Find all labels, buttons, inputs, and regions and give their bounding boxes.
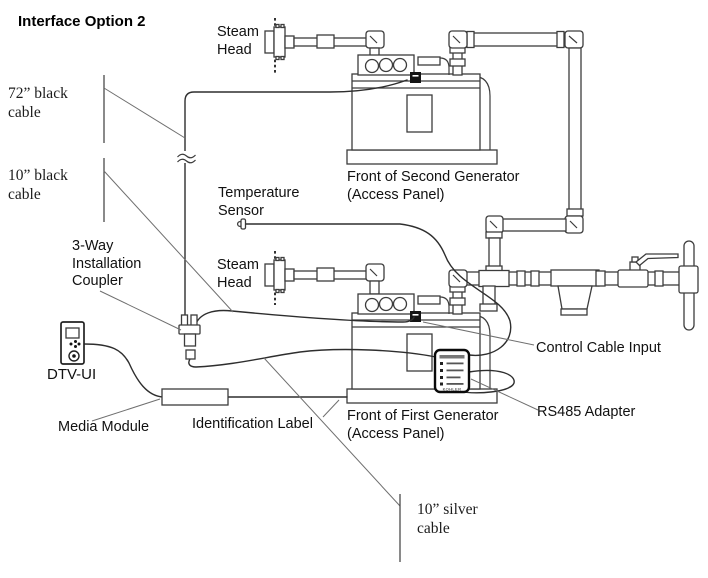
steam-head-lower bbox=[264, 251, 385, 305]
label-first-generator: Front of First Generator (Access Panel) bbox=[347, 408, 499, 442]
label-10-silver-cable: 10” silver cable bbox=[417, 501, 478, 538]
label-second-generator: Front of Second Generator (Access Panel) bbox=[347, 169, 520, 203]
rs485-loop-cable bbox=[456, 369, 515, 394]
dtv-cable bbox=[83, 343, 164, 398]
cable-72-black bbox=[184, 79, 408, 317]
label-rs485-adapter: RS485 Adapter bbox=[537, 404, 636, 420]
second-generator bbox=[346, 30, 498, 165]
label-steam-head-bottom: Steam Head bbox=[217, 257, 259, 291]
temperature-sensor-probe bbox=[236, 218, 247, 230]
media-module-box bbox=[161, 388, 229, 406]
label-coupler: 3-Way Installation Coupler bbox=[72, 238, 142, 290]
control-cable-connector bbox=[410, 72, 421, 83]
label-steam-head-top: Steam Head bbox=[217, 24, 259, 58]
control-cable-connector bbox=[410, 311, 421, 322]
ball-valve bbox=[617, 253, 679, 288]
access-panel bbox=[406, 94, 433, 133]
label-control-cable-input: Control Cable Input bbox=[536, 340, 661, 356]
adapter-brand-text: KOHLER bbox=[443, 387, 462, 392]
label-media-module: Media Module bbox=[58, 419, 150, 435]
cable-10-silver bbox=[188, 348, 437, 368]
label-10-black-cable: 10” black cable bbox=[8, 167, 68, 204]
leader-lines bbox=[91, 75, 539, 562]
temperature-sensor-cable bbox=[245, 223, 512, 357]
dtv-screen bbox=[65, 327, 80, 339]
steam-piping bbox=[465, 30, 699, 331]
cable-10-black bbox=[194, 309, 415, 327]
label-72-black-cable: 72” black cable bbox=[8, 85, 68, 122]
label-identification: Identification Label bbox=[192, 416, 313, 432]
label-temperature-sensor: Temperature Sensor bbox=[218, 185, 300, 219]
end-paddle bbox=[678, 240, 699, 331]
dtv-ui-device bbox=[60, 321, 85, 365]
three-way-coupler bbox=[178, 314, 201, 360]
drip-funnel bbox=[557, 285, 593, 310]
label-dtv-ui: DTV-UI bbox=[47, 366, 97, 383]
page-title: Interface Option 2 bbox=[18, 13, 146, 30]
rs485-adapter-device: KOHLER bbox=[433, 348, 471, 394]
cables bbox=[83, 79, 515, 398]
